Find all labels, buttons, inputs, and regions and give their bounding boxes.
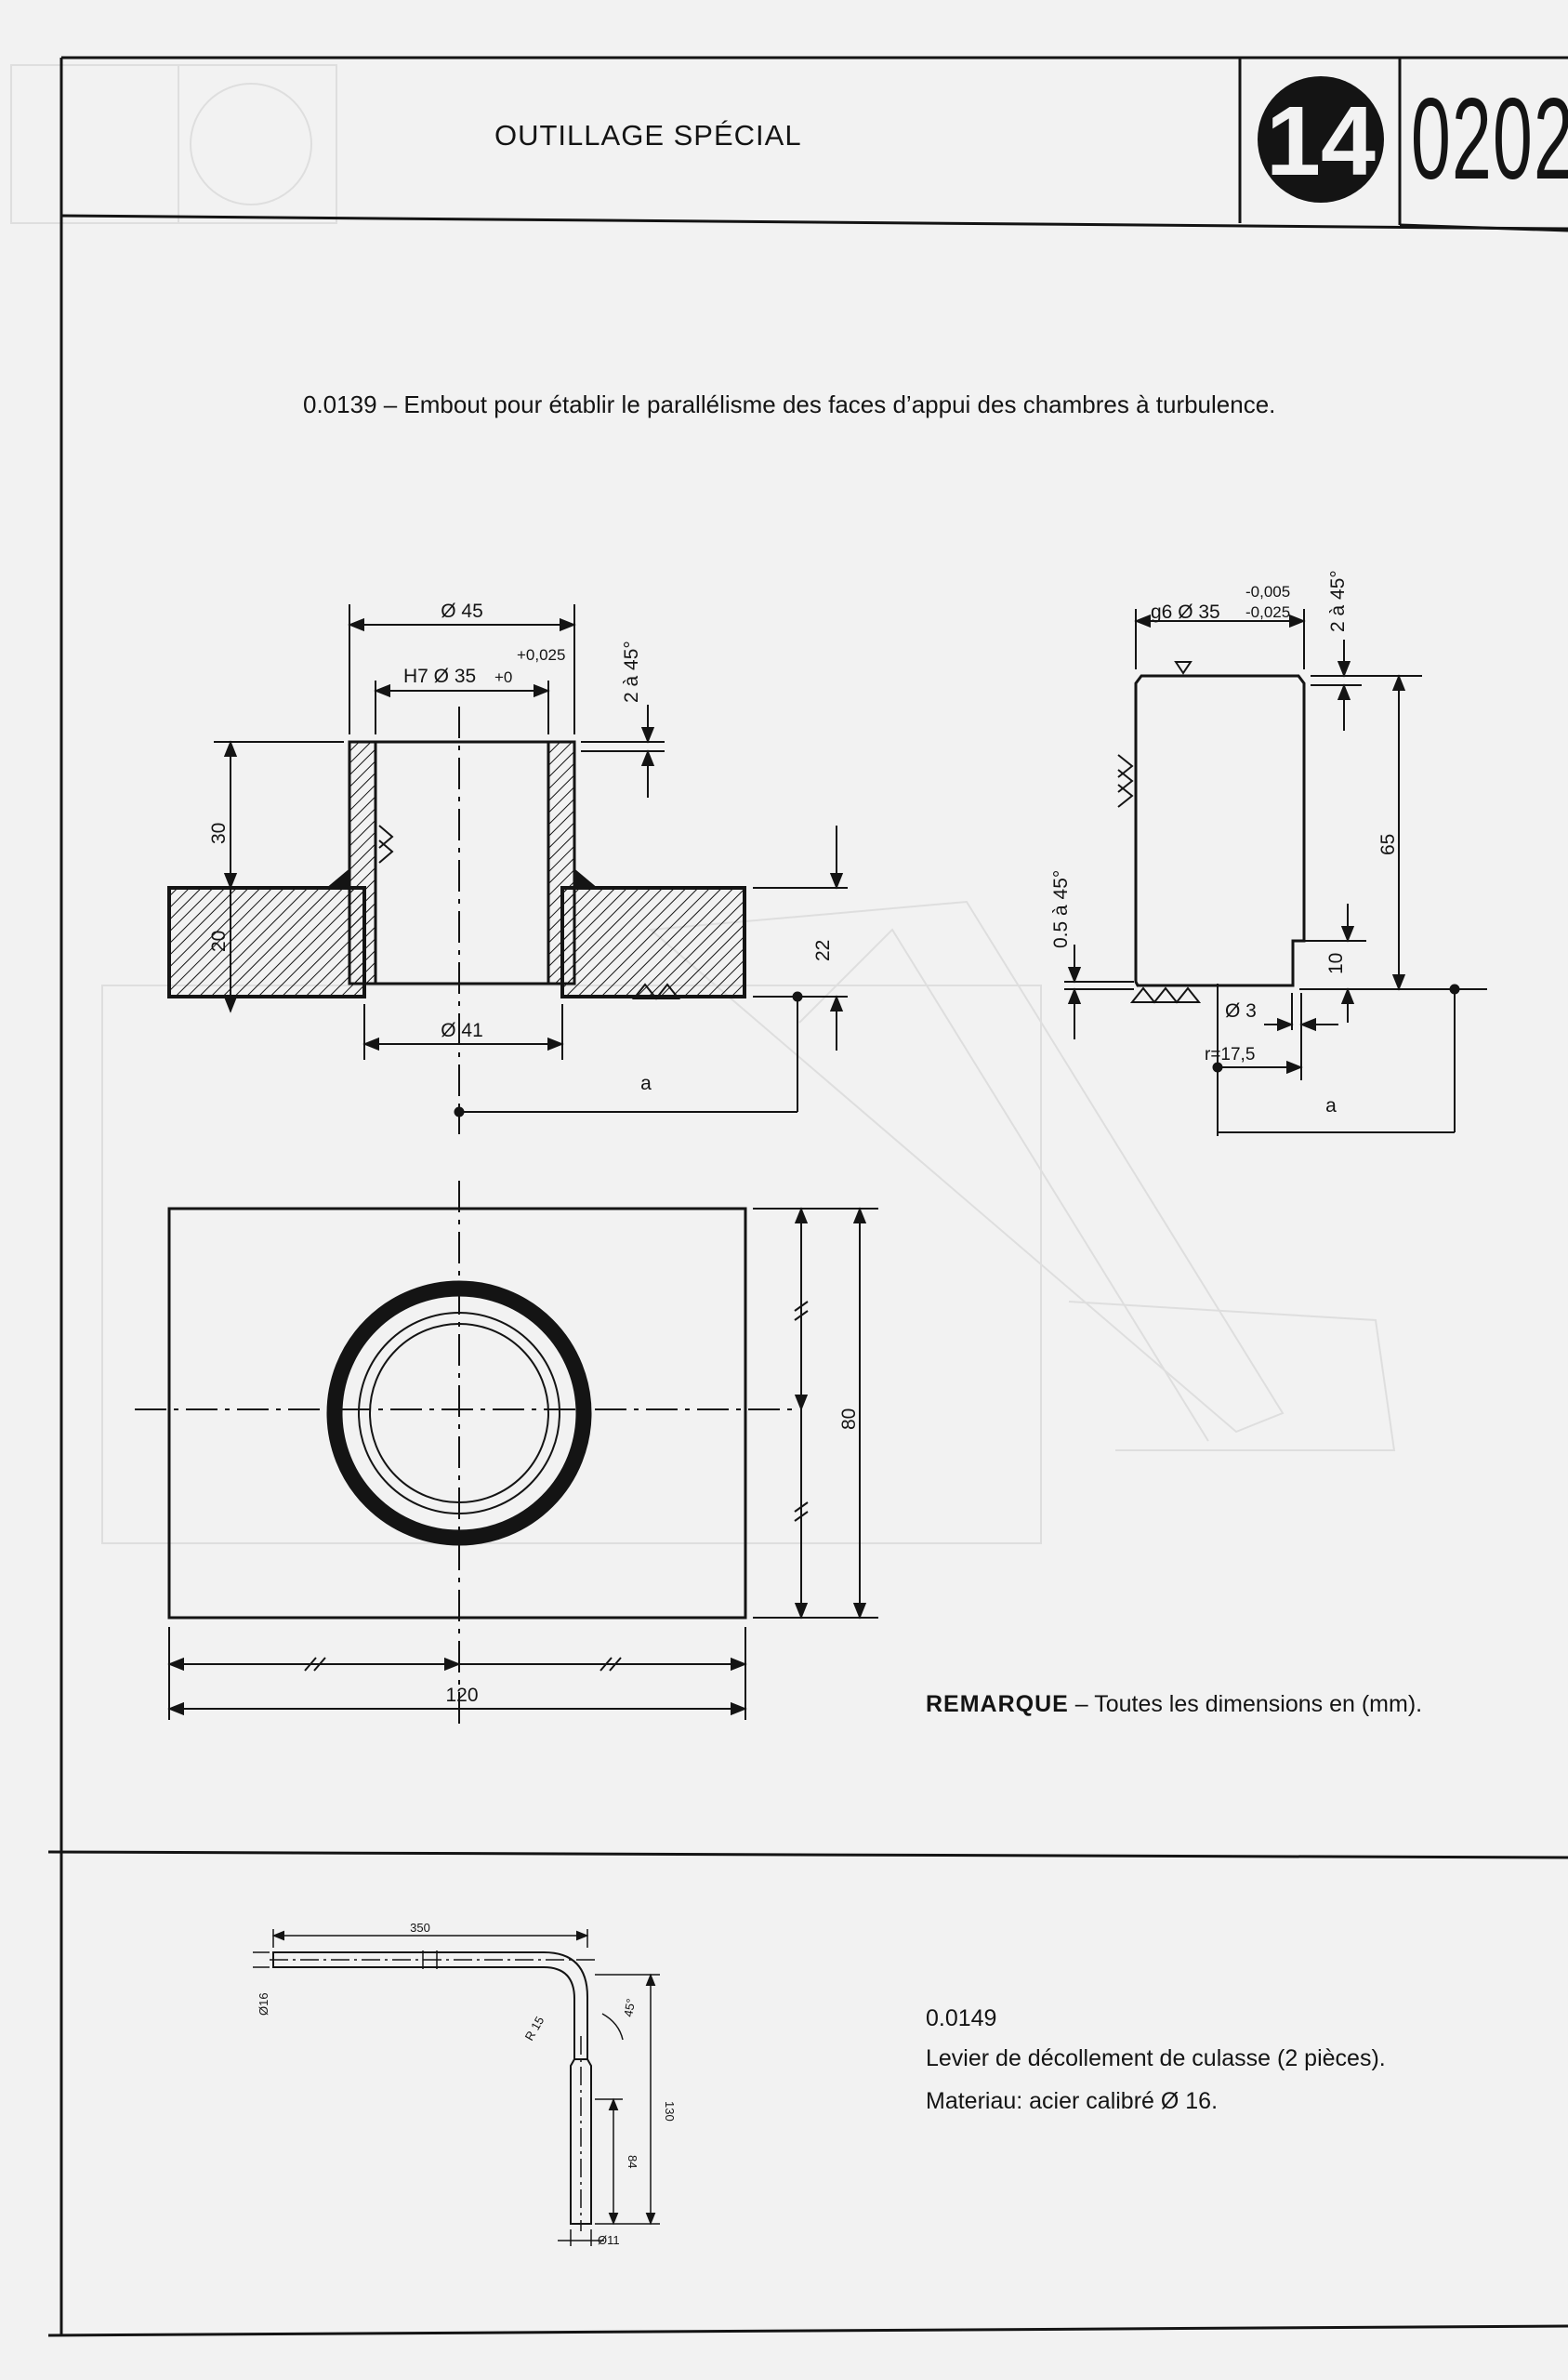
dim-h22: 22 (812, 940, 834, 961)
figure-caption: 0.0139 – Embout pour établir le parallél… (303, 390, 1276, 418)
lever-description: Levier de décollement de culasse (2 pièc… (926, 2045, 1386, 2071)
dim-chamfer: 2 à 45° (621, 641, 642, 703)
dim-d41: Ø 41 (441, 1020, 483, 1041)
pin-tol-upper: -0,005 (1245, 583, 1290, 601)
dim-h7: H7 Ø 35 (403, 666, 476, 687)
pin-chamfer-bottom: 0.5 à 45° (1050, 870, 1072, 948)
dim-tol-zero: +0 (494, 668, 512, 686)
pin-g6: g6 Ø 35 (1151, 602, 1220, 623)
page-number: 0202 (1411, 75, 1568, 204)
lever-material: Materiau: acier calibré Ø 16. (926, 2088, 1219, 2114)
remark-label: REMARQUE (926, 1691, 1069, 1717)
lever-labels: 350 Ø16 R 15 45° 130 84 Ø11 (257, 1921, 677, 2247)
pin-tol-lower: -0,025 (1245, 603, 1290, 621)
pin-view-labels: -0,005 g6 Ø 35 -0,025 2 à 45° 0.5 à 45° … (1050, 570, 1399, 1117)
dim-h30: 30 (208, 823, 230, 844)
dim-d45: Ø 45 (441, 601, 483, 622)
chapter-badge: 14 (1258, 76, 1384, 203)
pin-a: a (1325, 1095, 1337, 1117)
pin-radius: r=17,5 (1205, 1045, 1255, 1064)
pin-d3: Ø 3 (1225, 1000, 1257, 1022)
lever-dim-84: 84 (626, 2155, 639, 2168)
header-title: OUTILLAGE SPÉCIAL (494, 119, 802, 152)
pin-h65: 65 (1377, 834, 1399, 855)
pin-view (1064, 609, 1487, 1136)
pin-chamfer-top: 2 à 45° (1327, 570, 1349, 632)
section-view (167, 604, 848, 1134)
dim-w120: 120 (445, 1685, 478, 1706)
chapter-number: 14 (1266, 86, 1376, 196)
lever-dim-350: 350 (410, 1921, 430, 1935)
bleed-through (10, 64, 1396, 1544)
lever-dim-angle: 45° (621, 1998, 638, 2018)
lever-reference: 0.0149 (926, 2005, 997, 2031)
pin-h10: 10 (1325, 953, 1347, 974)
lever-dim-d11: Ø11 (598, 2233, 620, 2247)
lever-dim-d16: Ø16 (257, 1992, 270, 2016)
dim-h80: 80 (838, 1408, 860, 1430)
lever-drawing (253, 1929, 660, 2246)
dim-tol-plus: +0,025 (517, 646, 565, 664)
remark-text: – Toutes les dimensions en (mm). (1068, 1691, 1423, 1717)
lever-dim-r: R 15 (522, 2014, 547, 2043)
section-view-labels: Ø 45 +0,025 H7 Ø 35 +0 2 à 45° 30 20 22 … (208, 601, 834, 1094)
remark-note: REMARQUE – Toutes les dimensions en (mm)… (926, 1691, 1422, 1718)
dim-a: a (640, 1073, 652, 1094)
dim-h20: 20 (208, 931, 230, 952)
page-frame (47, 56, 1568, 2337)
plan-view (135, 1181, 878, 1729)
lever-dim-130: 130 (663, 2101, 677, 2122)
